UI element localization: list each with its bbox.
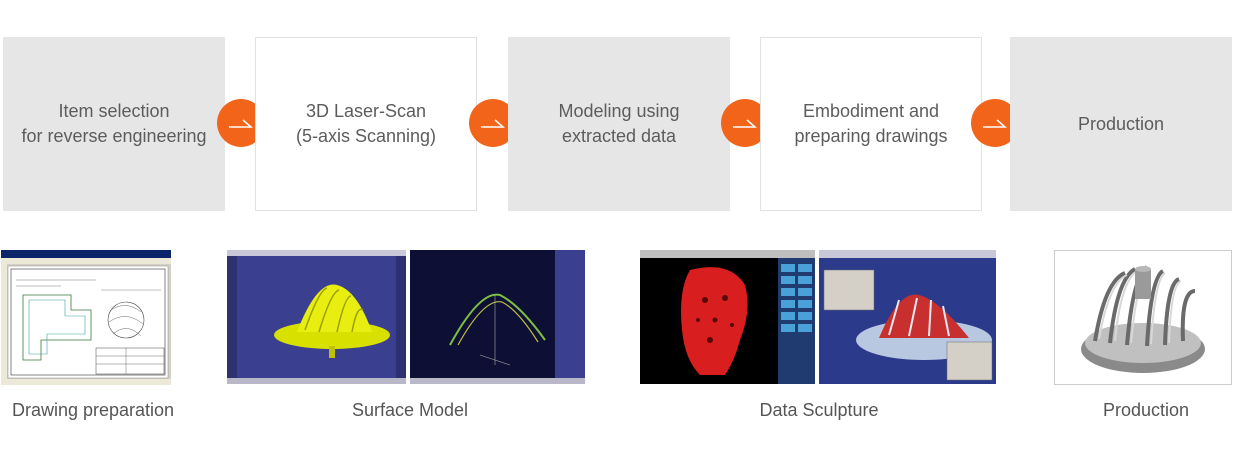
data-sculpture-image-1 (640, 250, 815, 384)
surface-model-image-1 (227, 250, 406, 384)
caption-production: Production (1102, 400, 1190, 420)
step-label: Item selection for reverse engineering (21, 101, 207, 146)
caption-drawing-preparation: Drawing preparation (11, 400, 175, 420)
surface-model-image-2 (410, 250, 585, 384)
step-label: Production (1077, 113, 1165, 134)
step-modeling: Modeling using extracted data (508, 37, 730, 211)
caption-data-sculpture: Data Sculpture (759, 400, 879, 420)
step-production: Production (1010, 37, 1232, 211)
step-label: Modeling using extracted data (558, 101, 680, 146)
step-item-selection: Item selection for reverse engineering (3, 37, 225, 211)
arrow-right-icon (983, 119, 1007, 128)
data-sculpture-image-2 (819, 250, 996, 384)
drawing-preparation-image (1, 250, 171, 385)
step-laser-scan: 3D Laser-Scan (5-axis Scanning) (255, 37, 477, 211)
step-label: Embodiment and preparing drawings (794, 101, 948, 146)
arrow-right-icon (481, 119, 505, 128)
caption-surface-model: Surface Model (351, 400, 469, 420)
step-label: 3D Laser-Scan (5-axis Scanning) (295, 101, 437, 146)
arrow-right-icon (229, 119, 253, 128)
step-embodiment: Embodiment and preparing drawings (760, 37, 982, 211)
arrow-right-icon (733, 119, 757, 128)
production-image (1054, 250, 1232, 385)
